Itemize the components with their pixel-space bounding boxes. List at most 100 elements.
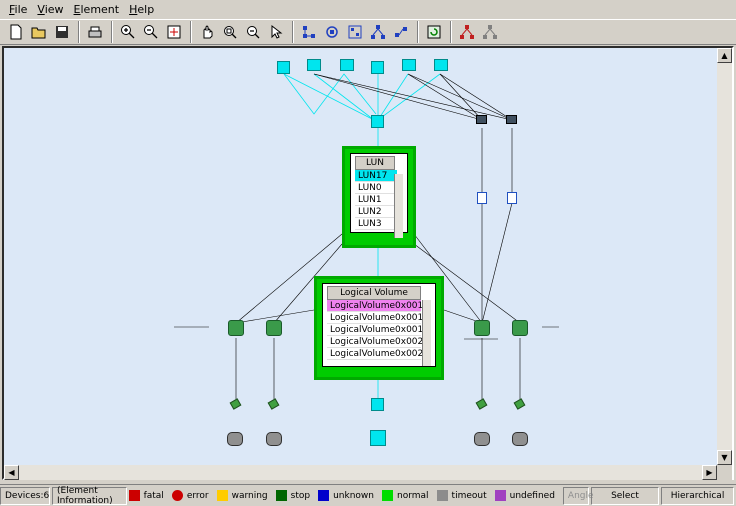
zoom-select-icon[interactable]	[242, 21, 264, 43]
legend-label: unknown	[333, 490, 374, 501]
refresh-icon[interactable]	[423, 21, 445, 43]
host-icon[interactable]	[277, 61, 290, 74]
disk-stack-icon[interactable]	[227, 432, 243, 446]
logical-volume-scrollbar[interactable]	[422, 300, 431, 366]
toolbar-separator	[292, 21, 294, 43]
switch-icon[interactable]	[506, 115, 517, 124]
undefined-square-icon	[494, 490, 506, 501]
device-count: Devices:6	[0, 486, 50, 505]
host-icon[interactable]	[371, 61, 384, 74]
lun-panel-caption	[345, 239, 413, 245]
scroll-right-button[interactable]: ▶	[702, 465, 717, 480]
toolbar-separator	[78, 21, 80, 43]
disk-array-icon[interactable]	[266, 320, 282, 336]
new-icon[interactable]	[5, 21, 27, 43]
layout-spring-icon[interactable]	[390, 21, 412, 43]
menu-element[interactable]: Element	[73, 3, 120, 16]
layout-tree-icon[interactable]	[298, 21, 320, 43]
toolbar-separator	[190, 21, 192, 43]
legend-label: undefined	[509, 490, 555, 501]
timeout-square-icon	[436, 490, 448, 501]
logical-volume-row[interactable]: LogicalVolume0x0023	[327, 348, 429, 360]
menu-help[interactable]: Help	[129, 3, 155, 16]
logical-volume-row[interactable]: LogicalVolume0x001F	[327, 324, 428, 336]
save-icon[interactable]	[51, 21, 73, 43]
warning-triangle-icon	[216, 490, 228, 501]
print-icon[interactable]	[84, 21, 106, 43]
error-circle-icon	[171, 490, 183, 501]
disk-stack-icon[interactable]	[370, 430, 386, 446]
horizontal-scrollbar[interactable]: ◀ ▶	[4, 465, 717, 480]
legend-error: error	[171, 490, 209, 501]
legend-label: warning	[231, 490, 268, 501]
topology-red-icon[interactable]	[456, 21, 478, 43]
logical-volume-panel-caption	[317, 371, 441, 377]
disk-stack-icon[interactable]	[512, 432, 528, 446]
angle-button[interactable]: Angle	[562, 486, 594, 505]
lun-row[interactable]: LUN17	[355, 170, 397, 182]
logical-volume-row[interactable]: LogicalVolume0x001E	[327, 312, 429, 324]
scroll-up-button[interactable]: ▲	[717, 48, 732, 63]
zoom-region-icon[interactable]	[219, 21, 241, 43]
legend-label: fatal	[143, 490, 164, 501]
database-icon[interactable]	[340, 59, 354, 71]
toolbar-separator	[450, 21, 452, 43]
toolbar-separator	[111, 21, 113, 43]
scroll-down-button[interactable]: ▼	[717, 450, 732, 465]
legend-warning: warning	[216, 490, 268, 501]
port-icon[interactable]	[507, 192, 517, 204]
layout-mode[interactable]: Hierarchical	[661, 486, 734, 505]
pan-hand-icon[interactable]	[196, 21, 218, 43]
lun-row[interactable]: LUN2	[355, 206, 397, 218]
connector-icon[interactable]	[371, 398, 384, 411]
legend-undefined: undefined	[494, 490, 555, 501]
stop-square-icon	[275, 490, 287, 501]
zoom-out-icon[interactable]	[140, 21, 162, 43]
database-icon[interactable]	[307, 59, 321, 71]
toolbar	[0, 19, 736, 45]
logical-volume-row[interactable]: LogicalVolume0x0022	[327, 336, 429, 348]
logical-volume-list-header[interactable]: Logical Volume	[327, 286, 421, 300]
zoom-in-icon[interactable]	[117, 21, 139, 43]
fit-icon[interactable]	[163, 21, 185, 43]
select-mode[interactable]: Select	[590, 486, 660, 505]
open-icon[interactable]	[28, 21, 50, 43]
layout-hierarchy-icon[interactable]	[367, 21, 389, 43]
pointer-icon[interactable]	[265, 21, 287, 43]
lun-scrollbar[interactable]	[394, 174, 403, 238]
layout-grid-icon[interactable]	[344, 21, 366, 43]
legend-label: stop	[290, 490, 311, 501]
layout-circular-icon[interactable]	[321, 21, 343, 43]
unknown-question-icon	[318, 490, 330, 501]
switch-icon[interactable]	[476, 115, 487, 124]
switch-icon[interactable]	[371, 115, 384, 128]
disk-array-icon[interactable]	[512, 320, 528, 336]
disk-stack-icon[interactable]	[474, 432, 490, 446]
port-icon[interactable]	[477, 192, 487, 204]
menu-view[interactable]: View	[37, 3, 64, 16]
lun-row[interactable]: LUN0	[355, 182, 397, 194]
menu-file[interactable]: File	[9, 3, 28, 16]
disk-stack-icon[interactable]	[266, 432, 282, 446]
topology-gray-icon[interactable]	[479, 21, 501, 43]
lun-row[interactable]: LUN1	[355, 194, 397, 206]
lun-row[interactable]: LUN3	[355, 218, 397, 230]
disk-array-icon[interactable]	[228, 320, 244, 336]
database-icon[interactable]	[402, 59, 416, 71]
database-icon[interactable]	[434, 59, 448, 71]
disk-array-icon[interactable]	[474, 320, 490, 336]
legend-label: error	[186, 490, 209, 501]
scroll-left-button[interactable]: ◀	[4, 465, 19, 480]
vertical-scrollbar[interactable]: ▲ ▼	[717, 48, 732, 465]
logical-volume-row[interactable]: LogicalVolume0x0011	[327, 300, 429, 312]
lun-list-header[interactable]: LUN	[355, 156, 395, 170]
scroll-corner	[717, 465, 732, 480]
